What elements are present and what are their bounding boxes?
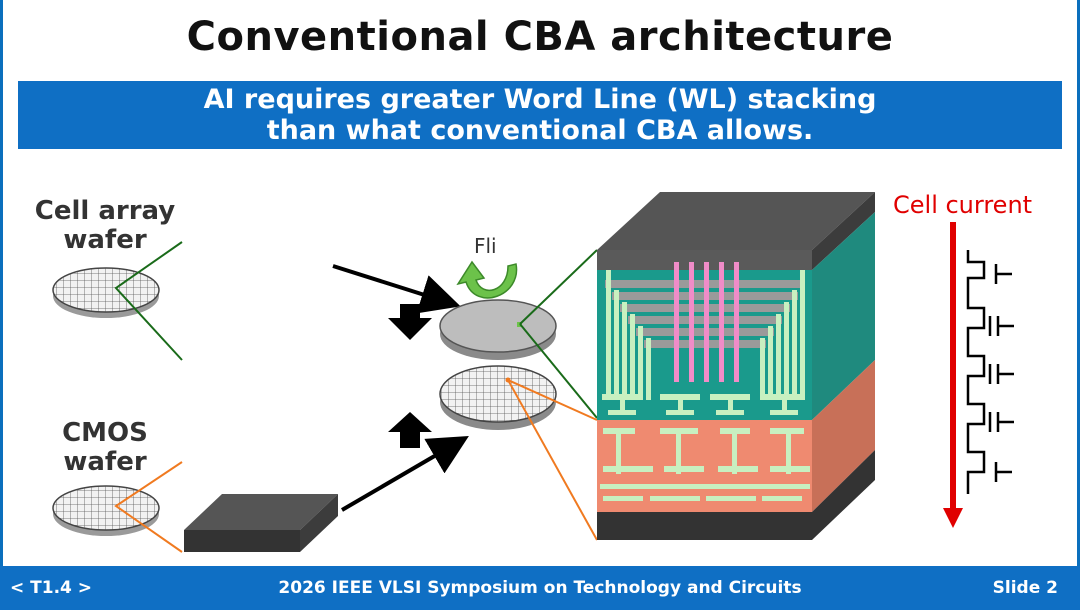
cell-array-wafer xyxy=(52,267,160,318)
footer-bar: < T1.4 > 2026 IEEE VLSI Symposium on Tec… xyxy=(0,566,1080,610)
cmos-wafer xyxy=(52,485,160,536)
callout-teal-bottom xyxy=(519,323,598,419)
down-arrow xyxy=(388,304,432,340)
callout-teal-top xyxy=(519,249,598,325)
conference-name: 2026 IEEE VLSI Symposium on Technology a… xyxy=(278,578,802,598)
cell-array-callout-lines xyxy=(114,241,183,361)
stacked-cmos-wafer xyxy=(439,365,557,430)
arrow-cell-to-stack xyxy=(332,264,461,314)
summary-banner: AI requires greater Word Line (WL) stack… xyxy=(18,81,1062,149)
cmos-label-line-2: wafer xyxy=(63,447,147,477)
flip-label: Fli xyxy=(474,234,497,258)
callout-salmon-bottom xyxy=(507,379,598,541)
slide-title: Conventional CBA architecture xyxy=(186,14,894,60)
cmos-label-line-1: CMOS xyxy=(62,418,148,448)
cmos-die xyxy=(184,494,338,552)
banner-line-1: AI requires greater Word Line (WL) stack… xyxy=(203,84,877,115)
nand-string-symbol xyxy=(966,250,1014,494)
callout-salmon-top xyxy=(507,379,598,421)
cmos-callout-lines xyxy=(114,461,183,553)
cell-current-label: Cell current xyxy=(893,191,1033,219)
session-id: < T1.4 > xyxy=(10,578,93,598)
cell-array-label-line-1: Cell array xyxy=(34,196,176,226)
flip-arrow-icon xyxy=(456,260,518,299)
cross-section-block xyxy=(597,192,875,540)
flipped-cell-wafer xyxy=(439,299,557,360)
cmos-label: CMOS wafer xyxy=(20,419,190,477)
cell-current-arrow xyxy=(943,222,963,528)
banner-line-2: than what conventional CBA allows. xyxy=(266,115,814,146)
cell-array-label-line-2: wafer xyxy=(63,225,147,255)
arrow-cmos-to-stack xyxy=(340,435,469,512)
cell-array-label: Cell array wafer xyxy=(20,197,190,255)
slide-number: Slide 2 xyxy=(992,578,1058,598)
up-arrow xyxy=(388,412,432,448)
